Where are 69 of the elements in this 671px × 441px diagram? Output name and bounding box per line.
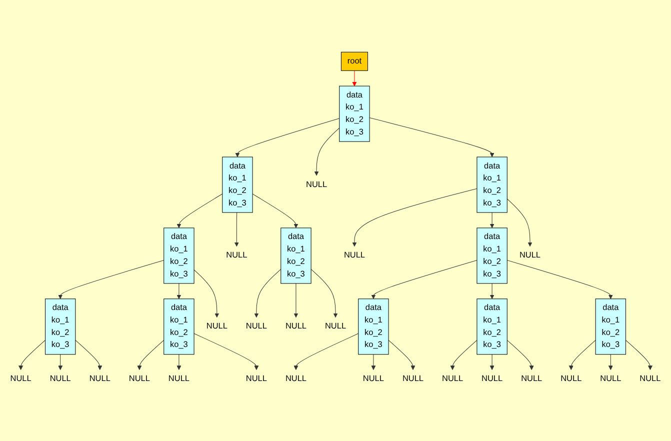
arrow [506, 260, 613, 300]
arrow [450, 340, 478, 370]
node-box: root [340, 52, 368, 72]
node-box: data ko_1 ko_2 ko_3 [45, 298, 76, 355]
node-text: NULL [560, 374, 582, 384]
node-text: NULL [50, 374, 71, 384]
node-text: NULL [10, 374, 32, 384]
arrow [58, 260, 164, 300]
node-text: NULL [344, 251, 365, 260]
node-text: NULL [362, 374, 384, 384]
arrow [194, 270, 220, 318]
node-box: data ko_1 ko_2 ko_3 [339, 86, 370, 142]
arrow [235, 118, 340, 158]
node-text: NULL [306, 180, 328, 190]
arrow [371, 260, 478, 300]
arrow [310, 269, 338, 318]
node-text: NULL [89, 374, 110, 384]
node-text: NULL [128, 374, 150, 384]
node-box: data ko_1 ko_2 ko_3 [476, 228, 508, 284]
arrow [194, 334, 259, 370]
arrow [75, 340, 102, 370]
node-text: NULL [206, 322, 228, 332]
arrow [252, 194, 298, 228]
arrow [176, 194, 223, 228]
arrow [369, 118, 494, 158]
node-text: NULL [168, 374, 190, 384]
arrow [254, 269, 282, 318]
arrow [234, 212, 239, 247]
node-text: NULL [285, 322, 306, 332]
arrow [314, 128, 340, 176]
node-box: data ko_1 ko_2 ko_3 [476, 157, 508, 214]
arrow [352, 70, 357, 87]
arrow [490, 354, 494, 370]
arrow [506, 198, 532, 247]
arrow [490, 212, 494, 228]
arrow [568, 340, 596, 370]
node-text: NULL [324, 322, 346, 332]
arrow [294, 283, 298, 318]
arrow [388, 340, 416, 370]
node-text: NULL [442, 374, 464, 384]
node-text: NULL [521, 374, 542, 384]
arrow [608, 354, 613, 370]
node-text: NULL [246, 374, 267, 384]
node-box: data ko_1 ko_2 ko_3 [164, 298, 194, 355]
node-text: NULL [402, 374, 424, 384]
node-text: NULL [285, 374, 306, 384]
arrow [371, 354, 376, 370]
arrow [176, 283, 182, 300]
node-box: data ko_1 ko_2 ko_3 [280, 228, 312, 284]
node-box: data ko_1 ko_2 ko_3 [164, 228, 194, 284]
node-text: NULL [246, 322, 267, 332]
node-text: NULL [640, 374, 661, 384]
arrow [352, 188, 478, 247]
node-box: data ko_1 ko_2 ko_3 [476, 298, 508, 355]
node-text: NULL [226, 251, 248, 260]
arrow [176, 354, 182, 370]
node-text: NULL [600, 374, 622, 384]
node-text: NULL [482, 374, 503, 384]
arrow [506, 340, 534, 370]
node-box: data ko_1 ko_2 ko_3 [595, 298, 626, 355]
arrow [137, 340, 164, 370]
arrow [58, 354, 63, 370]
node-box: data ko_1 ko_2 ko_3 [222, 157, 253, 214]
node-text: NULL [519, 251, 541, 260]
arrow [626, 340, 652, 370]
arrow [490, 283, 494, 300]
node-box: data ko_1 ko_2 ko_3 [358, 298, 389, 355]
arrow [294, 334, 359, 370]
arrow [18, 340, 46, 370]
